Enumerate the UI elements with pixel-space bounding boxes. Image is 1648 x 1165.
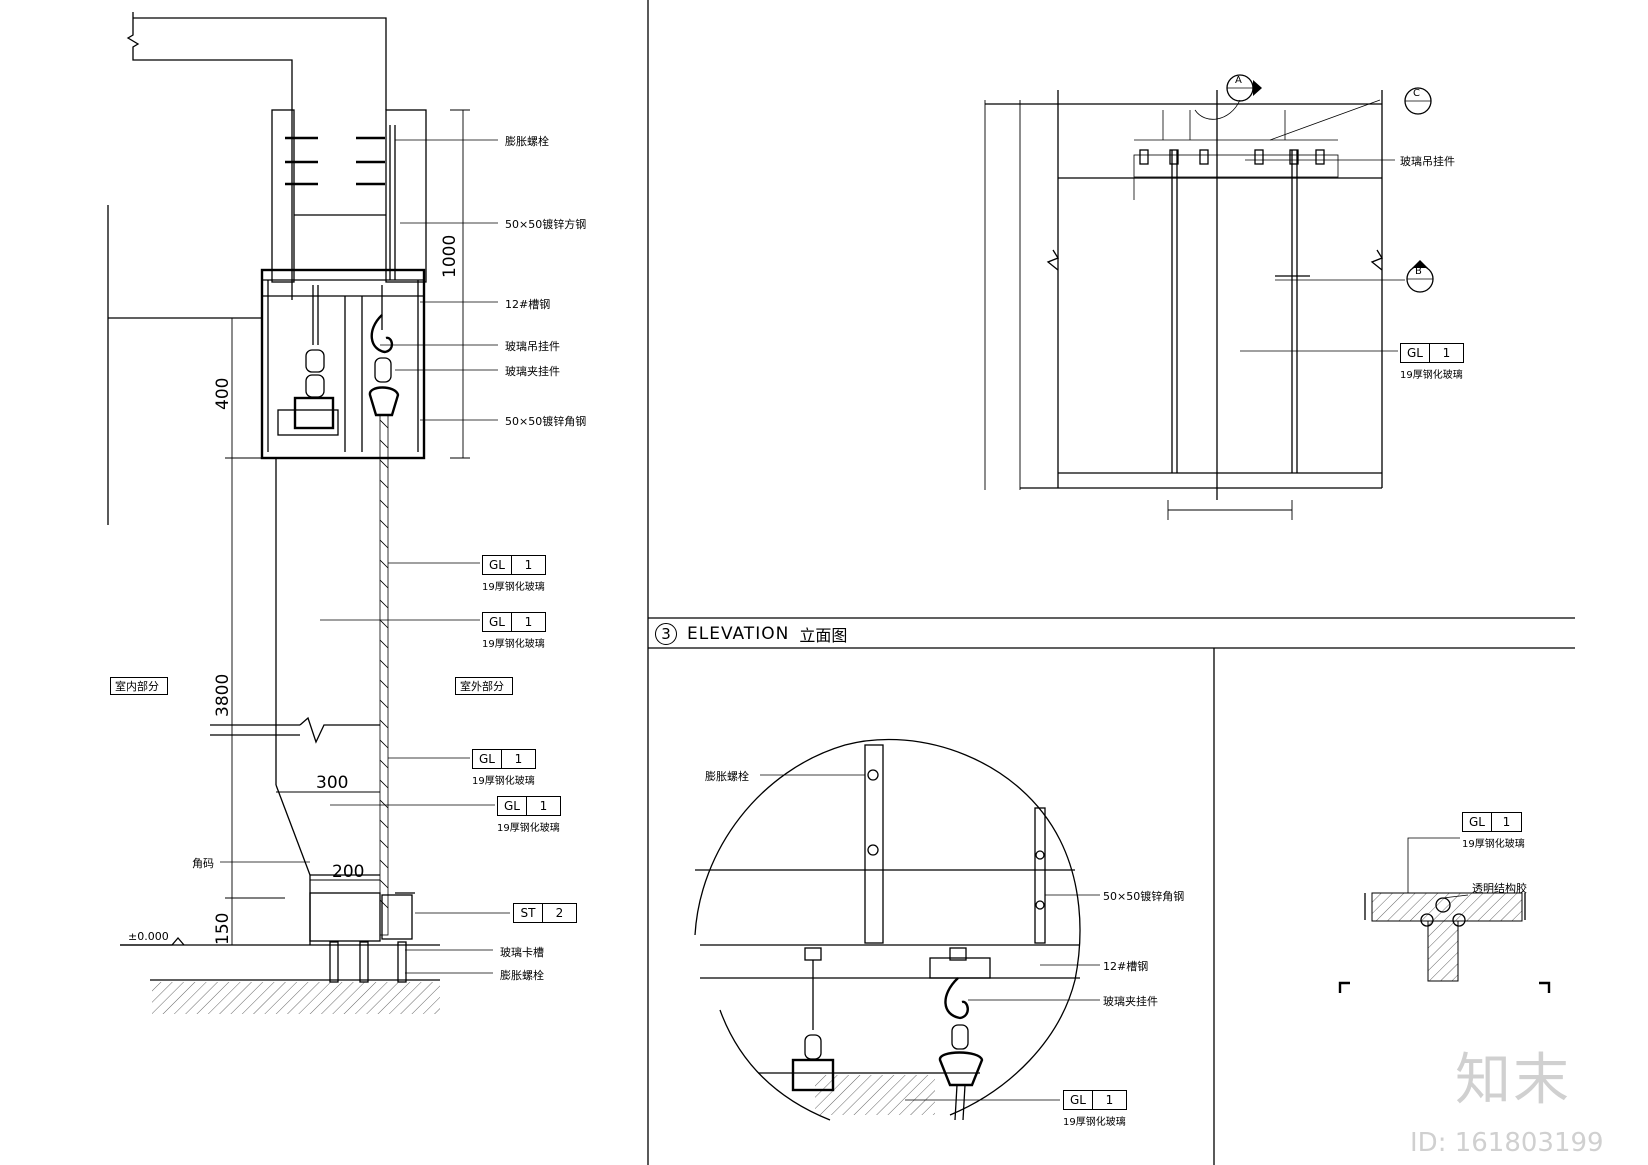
dim-3800: 3800	[213, 673, 233, 717]
detail-expansion-bolt: 膨胀螺栓	[705, 770, 749, 783]
tag-num: 1	[1442, 346, 1451, 360]
label-glass-clamp: 玻璃夹挂件	[505, 365, 560, 378]
panel-dividers	[647, 0, 1575, 1165]
tag-desc: 19厚钢化玻璃	[482, 639, 545, 650]
dim-150: 150	[213, 912, 233, 945]
title-en: ELEVATION	[687, 624, 790, 644]
title-number: 3	[655, 623, 677, 645]
tag-num: 1	[1105, 1093, 1114, 1107]
dim-1000: 1000	[440, 234, 460, 278]
elevation-title: 3 ELEVATION 立面图	[655, 622, 847, 646]
joint-drawing	[1338, 837, 1551, 993]
tag-num: 1	[524, 615, 533, 629]
dim-300: 300	[316, 773, 349, 793]
elevation-drawing	[984, 74, 1434, 520]
label-channel: 12#槽钢	[505, 298, 551, 311]
tag-num: 1	[524, 558, 533, 572]
title-cn: 立面图	[799, 626, 848, 645]
label-expansion-bolt-b: 膨胀螺栓	[500, 969, 544, 982]
tag-num: 1	[1502, 815, 1511, 829]
tag-desc: 19厚钢化玻璃	[1400, 370, 1463, 381]
section-tag-2: GL 1 19厚钢化玻璃	[482, 612, 546, 651]
tag-desc: 19厚钢化玻璃	[482, 582, 545, 593]
detail-drawing	[694, 738, 1100, 1121]
detail-glass-clamp: 玻璃夹挂件	[1103, 995, 1158, 1008]
marker-b: B	[1415, 266, 1422, 277]
label-steel-frame-top: 50×50镀锌方钢	[505, 218, 587, 231]
dim-200: 200	[332, 862, 365, 882]
tag-code: GL	[483, 613, 512, 631]
section-tag-1: GL 1 19厚钢化玻璃	[482, 555, 546, 594]
label-expansion-bolt: 膨胀螺栓	[505, 135, 549, 148]
section-drawing	[107, 12, 510, 1014]
label-outdoor: 室外部分	[455, 677, 513, 695]
marker-a: A	[1235, 75, 1242, 86]
tag-num: 1	[514, 752, 523, 766]
dim-400: 400	[213, 377, 233, 410]
label-indoor: 室内部分	[110, 677, 168, 695]
label-glass-slot: 玻璃卡槽	[500, 946, 544, 959]
detail-tag: GL 1 19厚钢化玻璃	[1063, 1090, 1127, 1129]
elevation-tag: GL 1 19厚钢化玻璃	[1400, 343, 1464, 382]
tag-code: GL	[1401, 344, 1430, 362]
label-angle: 角码	[192, 857, 214, 870]
tag-desc: 19厚钢化玻璃	[1063, 1117, 1126, 1128]
section-tag-3: GL 1 19厚钢化玻璃	[472, 749, 536, 788]
detail-steel-angle: 50×50镀锌角钢	[1103, 890, 1185, 903]
joint-sealant-label: 透明结构胶	[1472, 882, 1527, 895]
label-level: ±0.000	[128, 930, 169, 943]
tag-num: 2	[555, 906, 564, 920]
label-steel-frame: 50×50镀锌角钢	[505, 415, 587, 428]
tag-desc: 19厚钢化玻璃	[1462, 839, 1525, 850]
tag-desc: 19厚钢化玻璃	[472, 776, 535, 787]
tag-code: GL	[483, 556, 512, 574]
elevation-hanger-label: 玻璃吊挂件	[1400, 155, 1455, 168]
joint-tag: GL 1 19厚钢化玻璃	[1462, 812, 1525, 851]
section-tag-5: ST 2	[513, 903, 577, 923]
tag-code: GL	[498, 797, 527, 815]
marker-c: C	[1413, 88, 1420, 99]
tag-code: GL	[1463, 813, 1492, 831]
watermark-id: ID: 161803199	[1410, 1128, 1604, 1158]
tag-num: 1	[539, 799, 548, 813]
label-hanger: 玻璃吊挂件	[505, 340, 560, 353]
tag-desc: 19厚钢化玻璃	[497, 823, 560, 834]
tag-code: ST	[514, 904, 543, 922]
tag-code: GL	[473, 750, 502, 768]
watermark-logo: 知末	[1455, 1048, 1571, 1113]
section-tag-4: GL 1 19厚钢化玻璃	[497, 796, 561, 835]
detail-channel: 12#槽钢	[1103, 960, 1149, 973]
tag-code: GL	[1064, 1091, 1093, 1109]
